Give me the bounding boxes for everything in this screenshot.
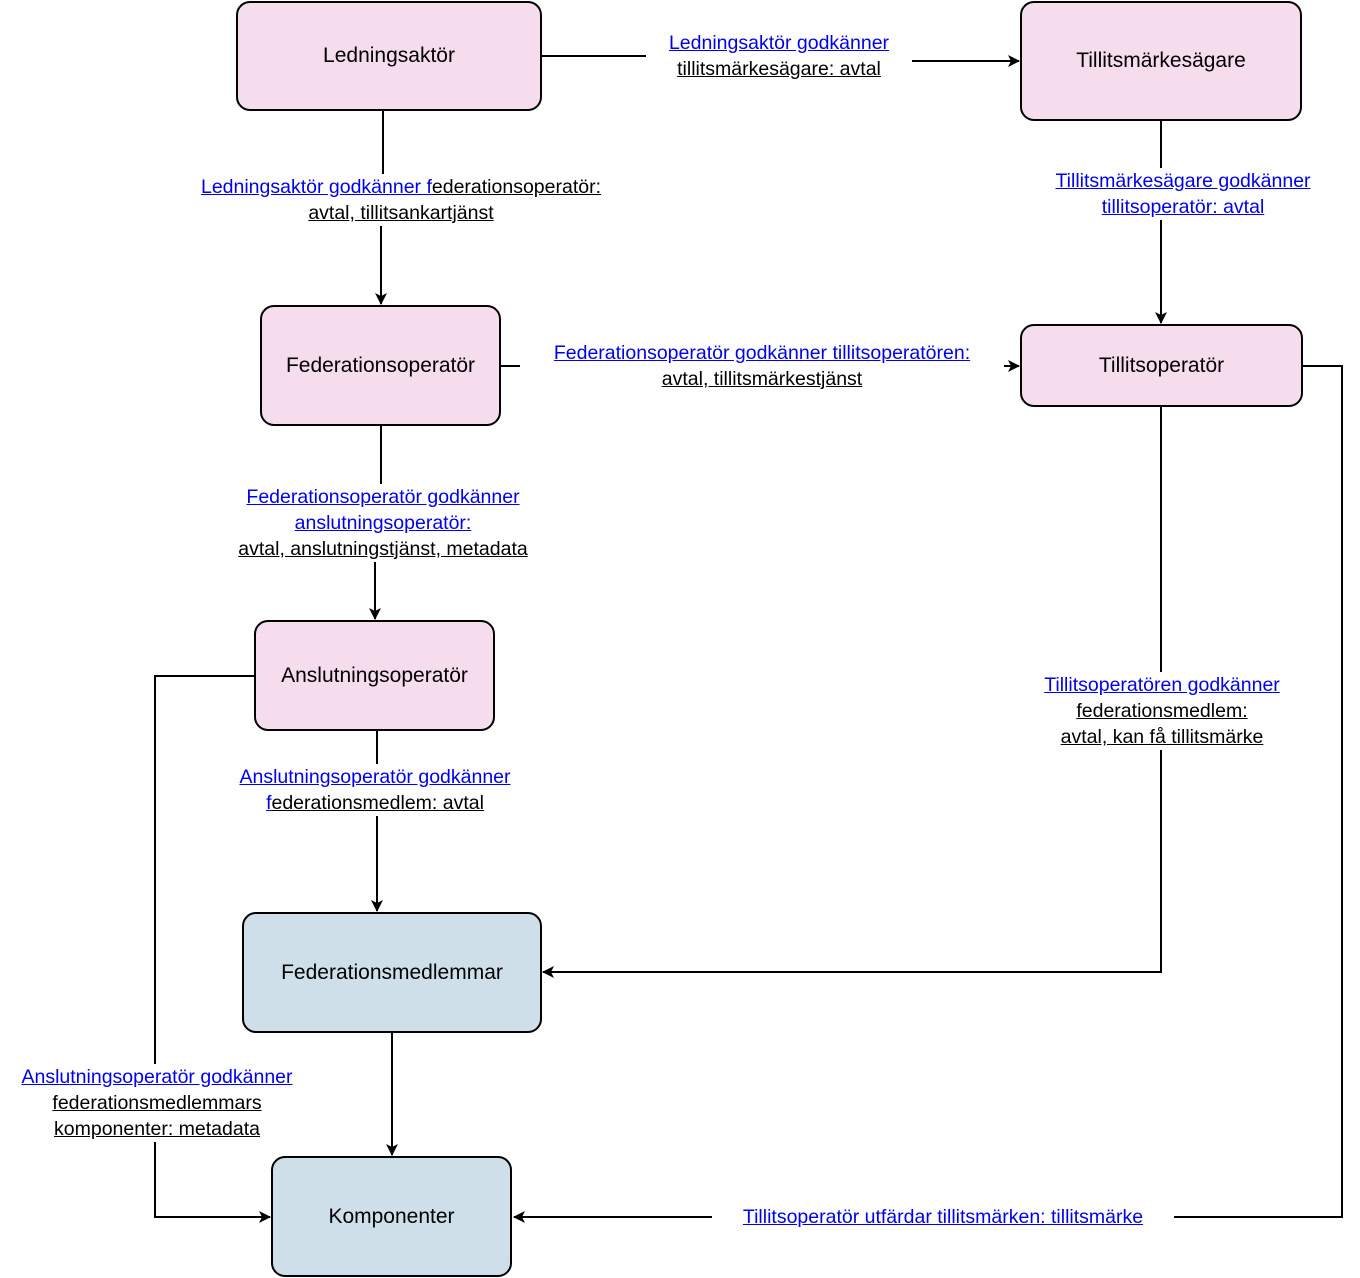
node-federationsoperator: Federationsoperatör [260,305,501,426]
edge-anslutningsoperator-komponenter [154,675,271,1223]
edge-label-ledningsaktor-federationsoperator[interactable]: Ledningsaktör godkänner federationsopera… [166,174,636,226]
edge-label-line[interactable]: avtal, tillitsmärkestjänst [661,368,863,390]
node-federationsmedlemmar: Federationsmedlemmar [242,912,542,1033]
edge-label-anslutningsoperator-federationsmedlemmar[interactable]: Anslutningsoperatör godkänner federation… [213,764,537,816]
edge-label-line[interactable]: f [266,792,272,814]
edge-label-line[interactable]: Ledningsaktör godkänner f [200,176,432,198]
node-label: Ledningsaktör [323,44,455,67]
node-tillitsoperator: Tillitsoperatör [1020,324,1303,407]
edge-label-ledningsaktor-tillitsmarkesagare[interactable]: Ledningsaktör godkänner tillitsmärkesäga… [646,30,912,82]
node-label: Komponenter [328,1204,455,1228]
edge-label-line[interactable]: Tillitsoperatör utfärdar tillitsmärken: [742,1206,1052,1228]
edge-label-tillitsoperator-komponenter[interactable]: Tillitsoperatör utfärdar tillitsmärken: … [712,1204,1174,1230]
node-komponenter: Komponenter [271,1156,512,1277]
edge-label-line[interactable]: tillitsmärke [1051,1206,1144,1228]
edge-label-line[interactable]: federationsmedlem: [1076,700,1248,722]
edge-label-line[interactable]: ederationsmedlem: avtal [271,792,484,814]
edge-label-line[interactable]: Anslutningsoperatör godkänner [21,1066,293,1088]
edge-label-line[interactable]: Federationsoperatör godkänner [246,486,520,508]
edge-label-line[interactable]: avtal, anslutningstjänst, metadata [238,538,528,560]
edge-label-line[interactable]: ederationsoperatör: [431,176,602,198]
node-label: Anslutningsoperatör [281,663,468,687]
edge-label-tillitsmarkesagare-tillitsoperator[interactable]: Tillitsmärkesägare godkänner tillitsoper… [1030,168,1336,220]
edge-label-line[interactable]: avtal, tillitsankartjänst [308,202,494,224]
edge-label-line[interactable]: anslutningsoperatör: [294,512,472,534]
node-ledningsaktor: Ledningsaktör [236,1,542,111]
edge-label-line[interactable]: komponenter: metadata [54,1118,260,1140]
edge-label-anslutningsoperator-komponenter[interactable]: Anslutningsoperatör godkänner federation… [0,1064,314,1142]
edge-label-federationsoperator-tillitsoperator[interactable]: Federationsoperatör godkänner tillitsope… [520,340,1004,392]
node-anslutningsoperator: Anslutningsoperatör [254,620,495,731]
node-tillitsmarkesagare: Tillitsmärkesägare [1020,1,1302,121]
edge-label-line[interactable]: Ledningsaktör godkänner [668,32,890,54]
edge-label-tillitsoperator-federationsmedlemmar[interactable]: Tillitsoperatören godkänner federationsm… [1020,672,1304,750]
edge-label-federationsoperator-anslutningsoperator[interactable]: Federationsoperatör godkänner anslutning… [212,484,554,562]
edge-label-line[interactable]: avtal, kan få tillitsmärke [1060,726,1264,748]
edge-label-line[interactable]: tillitsmärkesägare: avtal [677,58,881,80]
edge-label-line[interactable]: federationsmedlemmars [52,1092,262,1114]
edge-label-line[interactable]: Federationsoperatör godkänner tillitsope… [553,342,971,364]
node-label: Federationsoperatör [285,353,476,377]
edge-tillitsoperator-komponenter [513,365,1343,1223]
edge-tillitsoperator-federationsmedlemmar [542,407,1162,978]
edge-label-line[interactable]: Tillitsmärkesägare godkänner [1055,170,1311,192]
edge-label-line[interactable]: tillitsoperatör: avtal [1101,196,1265,218]
node-label: Federationsmedlemmar [281,960,503,984]
node-label: Tillitsmärkesägare [1076,49,1246,72]
edge-label-line[interactable]: Anslutningsoperatör godkänner [239,766,511,788]
node-label: Tillitsoperatör [1098,353,1225,377]
edge-label-line[interactable]: Tillitsoperatören godkänner [1044,674,1280,696]
